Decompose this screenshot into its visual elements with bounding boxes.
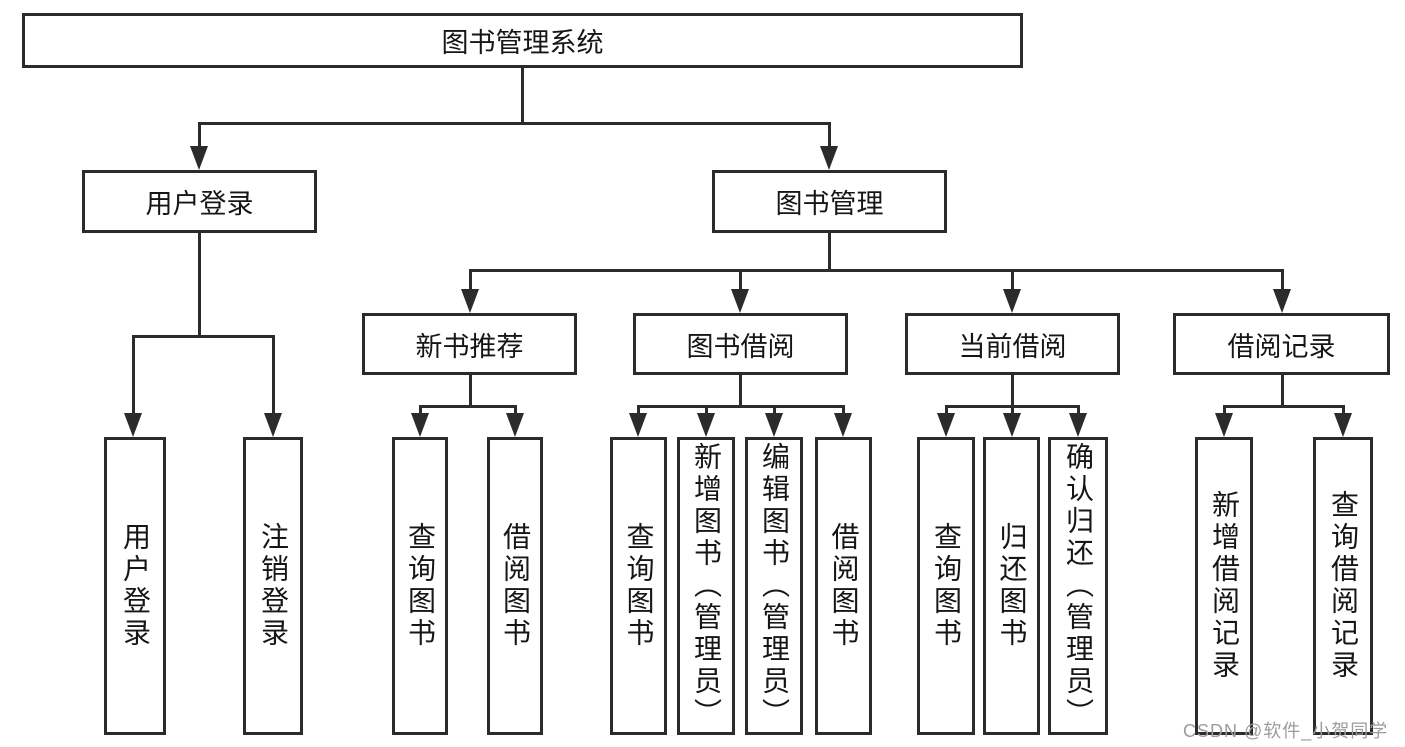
arrow-shaft — [513, 405, 517, 415]
node-logout-login: 注销登录 — [243, 437, 303, 735]
arrowhead-down-icon — [1215, 413, 1233, 437]
node-current-borrowing: 当前借阅 — [905, 313, 1120, 375]
arrowhead-down-icon — [506, 413, 524, 437]
node-borrow-books-recommendation: 借阅图书 — [487, 437, 543, 735]
connector-new-book-rail — [418, 405, 517, 408]
arrow-shaft — [738, 269, 742, 293]
node-book-borrowing: 图书借阅 — [633, 313, 848, 375]
arrowhead-down-icon — [765, 413, 783, 437]
node-return-books: 归还图书 — [983, 437, 1040, 735]
connector-level3-rail — [468, 269, 1284, 272]
connector-borrow-record-drop — [1280, 373, 1284, 407]
connector-borrow-record-rail — [1222, 405, 1345, 408]
node-borrowing-records: 借阅记录 — [1173, 313, 1390, 375]
arrow-shaft — [1010, 269, 1014, 293]
node-new-book-recommendation: 新书推荐 — [362, 313, 577, 375]
node-book-management: 图书管理 — [712, 170, 947, 233]
arrow-shaft — [131, 335, 135, 415]
arrow-shaft — [841, 405, 845, 415]
connector-book-borrow-rail — [636, 405, 845, 408]
arrowhead-down-icon — [697, 413, 715, 437]
node-library-management-system: 图书管理系统 — [22, 13, 1023, 68]
arrowhead-down-icon — [124, 413, 142, 437]
node-user-login-leaf: 用户登录 — [104, 437, 166, 735]
arrow-shaft — [827, 122, 831, 148]
arrow-shaft — [1076, 405, 1080, 415]
arrow-shaft — [704, 405, 708, 415]
connector-new-book-drop — [468, 373, 472, 407]
arrow-shaft — [271, 335, 275, 415]
arrow-shaft — [1222, 405, 1226, 415]
node-edit-books-admin: 编辑图书（管理员） — [745, 437, 803, 735]
node-query-borrow-record: 查询借阅记录 — [1313, 437, 1373, 735]
connector-user-login-rail — [131, 335, 275, 338]
watermark-text: CSDN @软件_小贺同学 — [1183, 721, 1389, 741]
arrowhead-down-icon — [461, 289, 479, 313]
arrow-shaft — [636, 405, 640, 415]
arrowhead-down-icon — [1069, 413, 1087, 437]
connector-book-management-drop — [827, 231, 831, 271]
arrowhead-down-icon — [731, 289, 749, 313]
node-add-borrow-record: 新增借阅记录 — [1195, 437, 1253, 735]
connector-current-borrow-drop — [1010, 373, 1014, 407]
arrow-shaft — [197, 122, 201, 148]
arrow-shaft — [1280, 269, 1284, 293]
arrow-shaft — [1341, 405, 1345, 415]
node-query-books-current: 查询图书 — [917, 437, 975, 735]
arrowhead-down-icon — [190, 146, 208, 170]
arrow-shaft — [468, 269, 472, 293]
arrowhead-down-icon — [1334, 413, 1352, 437]
arrowhead-down-icon — [411, 413, 429, 437]
arrow-shaft — [772, 405, 776, 415]
arrowhead-down-icon — [264, 413, 282, 437]
connector-level2-rail — [197, 122, 831, 125]
node-borrow-books-borrowing: 借阅图书 — [815, 437, 872, 735]
connector-user-login-drop — [197, 231, 201, 337]
node-user-login: 用户登录 — [82, 170, 317, 233]
node-query-books-recommendation: 查询图书 — [392, 437, 448, 735]
arrowhead-down-icon — [629, 413, 647, 437]
arrowhead-down-icon — [820, 146, 838, 170]
connector-root-drop — [520, 66, 524, 124]
arrowhead-down-icon — [1273, 289, 1291, 313]
arrow-shaft — [944, 405, 948, 415]
arrowhead-down-icon — [834, 413, 852, 437]
arrowhead-down-icon — [937, 413, 955, 437]
node-add-books-admin: 新增图书（管理员） — [677, 437, 735, 735]
node-confirm-return-admin: 确认归还（管理员） — [1048, 437, 1108, 735]
connector-book-borrow-drop — [738, 373, 742, 407]
arrowhead-down-icon — [1003, 289, 1021, 313]
arrow-shaft — [418, 405, 422, 415]
arrowhead-down-icon — [1003, 413, 1021, 437]
arrow-shaft — [1010, 405, 1014, 415]
node-query-books-borrowing: 查询图书 — [610, 437, 667, 735]
